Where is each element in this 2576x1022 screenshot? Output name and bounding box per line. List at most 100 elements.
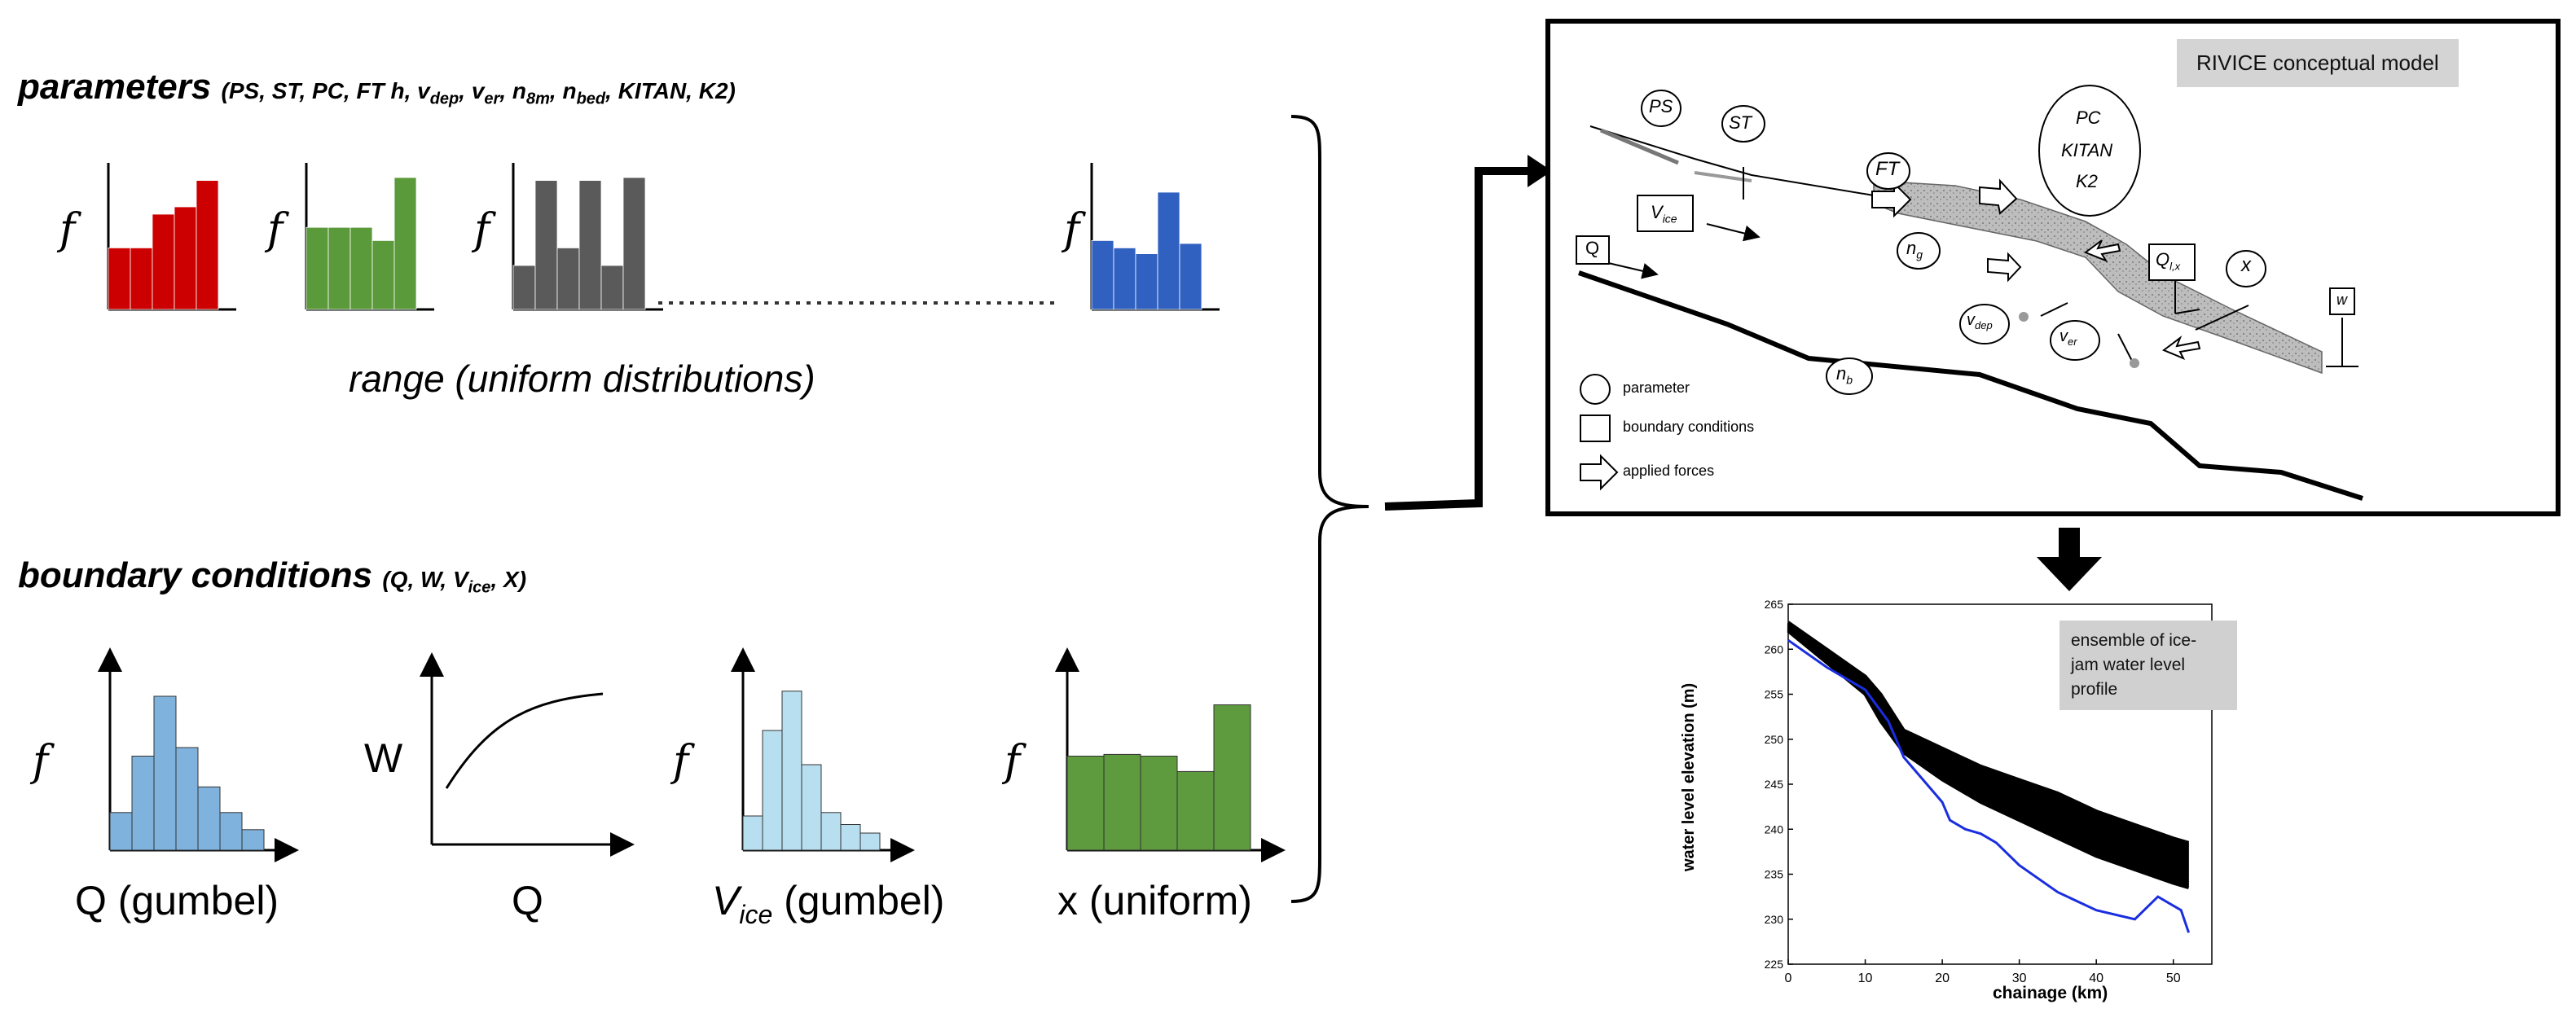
param-bar [534, 180, 558, 310]
param-bar [1091, 239, 1114, 310]
model-label-kitan: KITAN [2061, 140, 2113, 160]
y-tick-label: 255 [1765, 688, 1784, 701]
parameters-title: parameters [18, 67, 212, 107]
param-f-label-2: f [267, 205, 284, 254]
bc-bar [820, 812, 842, 851]
param-bar [556, 247, 580, 310]
model-title: RIVICE conceptual model [2177, 39, 2459, 87]
y-tick-label: 250 [1765, 733, 1784, 746]
param-list: PS, ST, PC, FT h, vdep, ver, n8m, nbed, … [228, 78, 728, 108]
bc-bar [742, 815, 763, 851]
ensemble-box-line-1: ensemble of ice- [2071, 631, 2197, 650]
model-label-st: ST [1729, 112, 1752, 133]
bc-bar [801, 764, 822, 851]
model-label-vdep: vdep [1967, 311, 1993, 331]
bc-bar [153, 695, 177, 851]
model-label-ft: FT [1875, 158, 1900, 180]
bc-histogram-4 [1055, 647, 1286, 862]
boundary-condition-panels [98, 647, 1286, 862]
caption-q-gumbel: Q (gumbel) [75, 878, 279, 923]
bc-f-label-4: f [1004, 737, 1021, 786]
param-histogram-4 [1090, 163, 1220, 311]
param-bar [1179, 243, 1202, 310]
bc-bar [109, 812, 133, 851]
bc-bar [1213, 704, 1251, 851]
param-f-label-1: f [59, 205, 76, 254]
model-label-nb: nb [1836, 363, 1853, 387]
param-bar [196, 180, 219, 310]
y-tick-label: 265 [1765, 598, 1784, 611]
param-bar [512, 265, 536, 310]
param-bar [1135, 253, 1158, 310]
x-tick-label: 40 [2089, 972, 2103, 985]
rivice-model-box [1545, 19, 2561, 516]
grouping-brace [1290, 115, 1369, 903]
x-tick-label: 20 [1935, 972, 1950, 985]
model-label-ng: ng [1906, 238, 1923, 261]
param-f-label-3: f [474, 205, 490, 254]
bc-histogram-1 [98, 647, 299, 862]
model-sketch [1576, 85, 2363, 501]
y-tick-label: 260 [1765, 643, 1784, 656]
bc-bar [859, 832, 881, 851]
ensemble-xlabel: chainage (km) [1993, 984, 2108, 1002]
param-bar [600, 265, 624, 310]
bc-bar [241, 829, 265, 851]
model-label-ver: ver [2059, 327, 2077, 348]
legend-parameter: parameter [1623, 379, 1690, 396]
bc-bar [840, 824, 861, 851]
param-bar [622, 177, 646, 310]
model-label-pc: PC [2076, 107, 2101, 128]
model-label-w: w [2336, 292, 2347, 308]
param-bar [349, 226, 373, 310]
legend-applied-forces: applied forces [1623, 463, 1715, 479]
param-bar [327, 226, 351, 310]
bc-bar [197, 786, 221, 851]
param-bar [152, 213, 175, 310]
param-f-label-4: f [1064, 205, 1080, 254]
y-tick-label: 230 [1765, 913, 1784, 926]
param-bar [1113, 247, 1136, 310]
caption-vice-gumbel: Vice (gumbel) [712, 878, 945, 929]
connector-arrowhead [1528, 155, 1552, 187]
bc-w-label: W [364, 735, 403, 781]
connector-arrow [1384, 167, 1532, 511]
bc-bar [131, 756, 155, 851]
boundary-title: boundary conditions [18, 555, 373, 595]
ensemble-box: ensemble of ice- jam water level profile [2059, 621, 2237, 710]
ice-jam-body [1873, 180, 2323, 375]
model-label-qlx: Ql,x [2156, 249, 2181, 273]
param-bar [108, 247, 131, 310]
param-bar [393, 177, 417, 310]
caption-x-uniform: x (uniform) [1057, 878, 1252, 923]
range-caption: range (uniform distributions) [349, 357, 815, 400]
param-histogram-3 [512, 163, 663, 311]
ensemble-line [1787, 629, 2190, 890]
x-tick-label: 0 [1785, 972, 1792, 985]
bc-bar [781, 691, 802, 851]
bc-bar [219, 812, 243, 851]
caption-q: Q [512, 878, 543, 923]
bc-bar [175, 747, 199, 851]
bc-f-label-3: f [673, 737, 689, 786]
param-histogram-1 [107, 163, 236, 311]
x-tick-label: 30 [2012, 972, 2027, 985]
bc-bar [762, 730, 783, 851]
y-tick-label: 240 [1765, 822, 1784, 836]
x-tick-label: 50 [2166, 972, 2181, 985]
w-q-curve [445, 692, 604, 789]
model-label-vice: Vice [1651, 202, 1677, 226]
bc-bar [1103, 753, 1141, 851]
ensemble-box-line-3: profile [2071, 680, 2118, 699]
param-bar [174, 206, 197, 310]
boundary-list: Q, W, Vice, X [389, 567, 519, 597]
legend-boundary-symbol [1580, 415, 1611, 442]
model-label-x: x [2241, 254, 2251, 276]
param-bar [1157, 191, 1180, 310]
param-bar [578, 180, 602, 310]
parameters-heading: parameters (PS, ST, PC, FT h, vdep, ver,… [18, 67, 736, 108]
ensemble-box-line-2: jam water level [2071, 656, 2186, 674]
y-tick-label: 245 [1765, 778, 1784, 791]
